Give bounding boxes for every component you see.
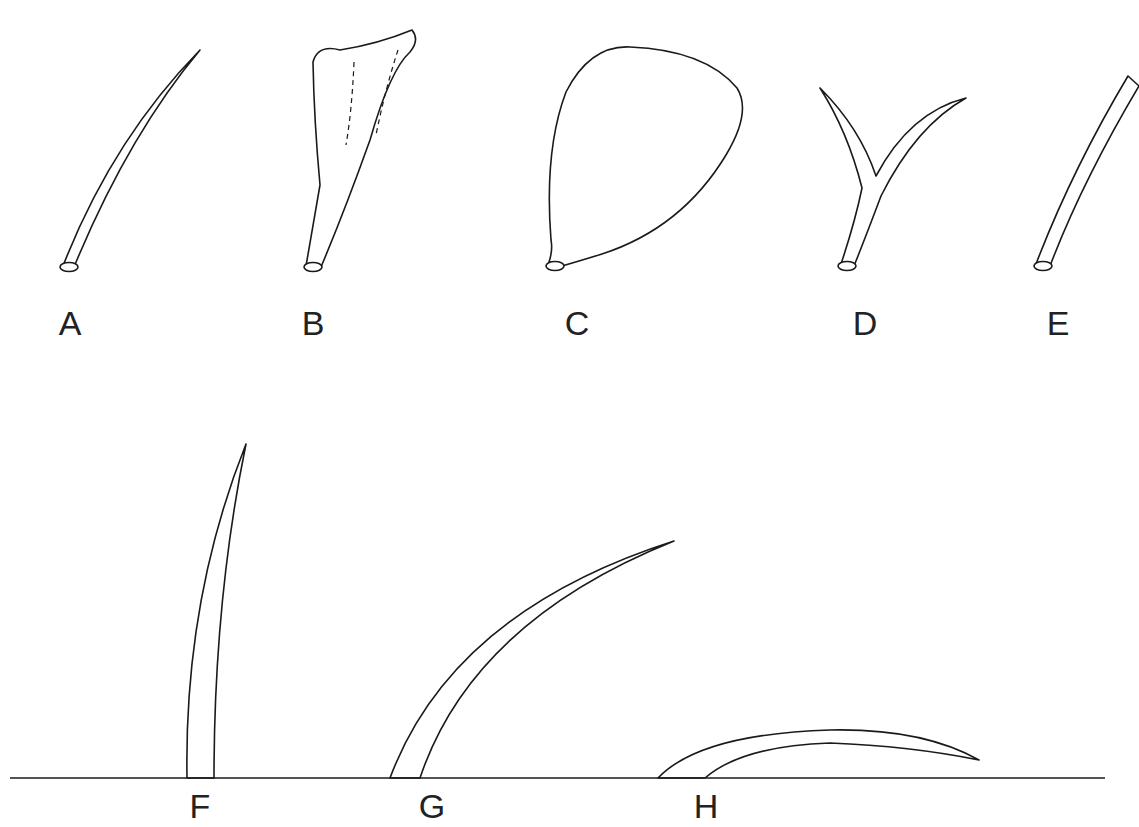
panel-letter: C (565, 306, 590, 340)
forked-hair (820, 88, 966, 266)
suberect-hair (390, 541, 674, 778)
scale-hair (549, 47, 742, 266)
panel-letter: G (419, 789, 445, 823)
hair-rib (346, 62, 354, 145)
hair-socket (838, 262, 856, 271)
decumbent-hair (658, 730, 979, 778)
hair-rib (376, 50, 398, 135)
body-surface (10, 777, 1105, 779)
panel-letter: H (694, 789, 719, 823)
hair-socket (304, 263, 322, 272)
hair-socket (546, 262, 564, 271)
panel-letter: F (190, 789, 211, 823)
hair-socket (60, 263, 78, 272)
panel-letter: A (59, 306, 82, 340)
panel-letter: B (302, 306, 325, 340)
panel-letter: D (853, 306, 878, 340)
simple-hair (63, 50, 200, 267)
panel-letter: E (1047, 306, 1070, 340)
clavate-hair (306, 30, 416, 267)
hair-socket (1034, 262, 1052, 271)
erect-hair (187, 444, 246, 778)
truncate-hair (1036, 76, 1139, 266)
